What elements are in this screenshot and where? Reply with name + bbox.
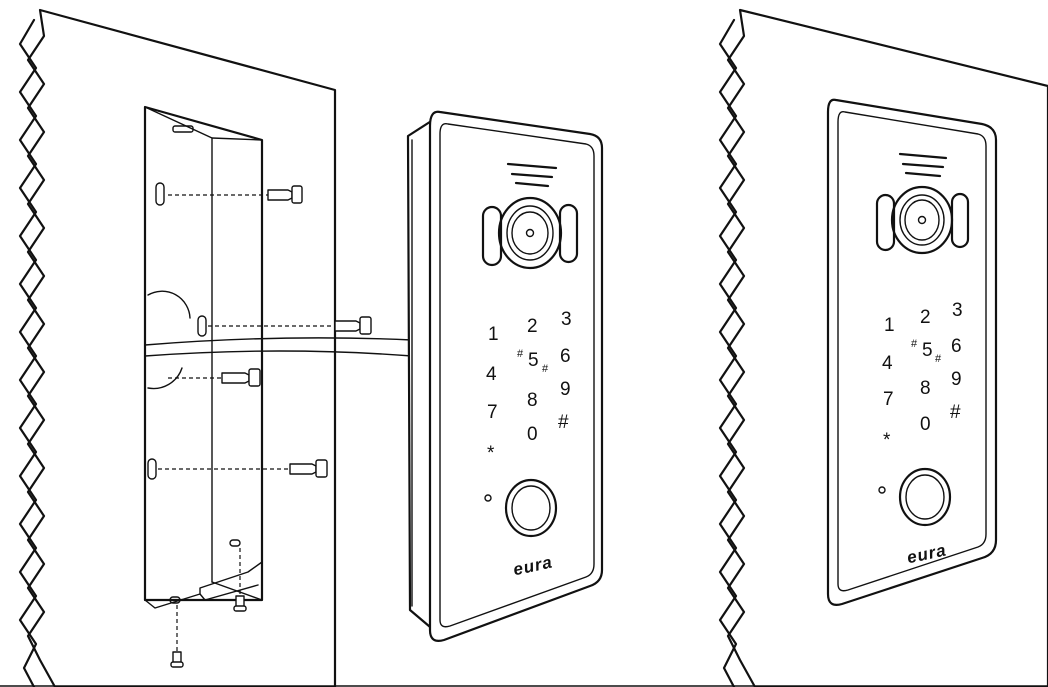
outdoor-panel-left: 1 2 3 4 5 6 7 8 9 * 0 # # # eura bbox=[406, 110, 604, 642]
flush-mounting-box bbox=[143, 105, 264, 609]
key-4: 4 bbox=[486, 364, 497, 385]
keypad-right: 1 2 3 4 5 6 7 8 9 * 0 # # # bbox=[882, 300, 963, 451]
key-star: * bbox=[487, 443, 495, 464]
key-1: 1 bbox=[488, 324, 499, 345]
key-5: 5 bbox=[528, 350, 539, 371]
cable bbox=[144, 337, 413, 357]
key-1: 1 bbox=[884, 315, 895, 336]
key-4: 4 bbox=[882, 353, 893, 374]
key-8: 8 bbox=[920, 378, 931, 399]
key-hash: # bbox=[950, 402, 961, 423]
key-5: 5 bbox=[922, 340, 933, 361]
key-7: 7 bbox=[883, 389, 894, 410]
key-mark-a: # bbox=[517, 348, 524, 360]
mounting-screws bbox=[158, 185, 372, 668]
key-9: 9 bbox=[951, 369, 962, 390]
wall-left bbox=[18, 8, 337, 687]
keypad-left: 1 2 3 4 5 6 7 8 9 * 0 # # # bbox=[486, 309, 572, 464]
outdoor-panel-right: 1 2 3 4 5 6 7 8 9 * 0 # # # eura bbox=[826, 98, 998, 606]
key-2: 2 bbox=[527, 316, 538, 337]
key-7: 7 bbox=[487, 402, 498, 423]
key-0: 0 bbox=[920, 414, 931, 435]
key-hash: # bbox=[558, 412, 569, 433]
key-6: 6 bbox=[560, 346, 571, 367]
key-mark-a: # bbox=[911, 338, 918, 350]
key-2: 2 bbox=[920, 307, 931, 328]
key-9: 9 bbox=[560, 379, 571, 400]
key-3: 3 bbox=[952, 300, 963, 321]
key-6: 6 bbox=[951, 336, 962, 357]
key-0: 0 bbox=[527, 424, 538, 445]
key-star: * bbox=[883, 430, 891, 451]
key-8: 8 bbox=[527, 390, 538, 411]
key-3: 3 bbox=[561, 309, 572, 330]
key-mark-b: # bbox=[935, 353, 942, 365]
key-mark-b: # bbox=[542, 363, 549, 375]
